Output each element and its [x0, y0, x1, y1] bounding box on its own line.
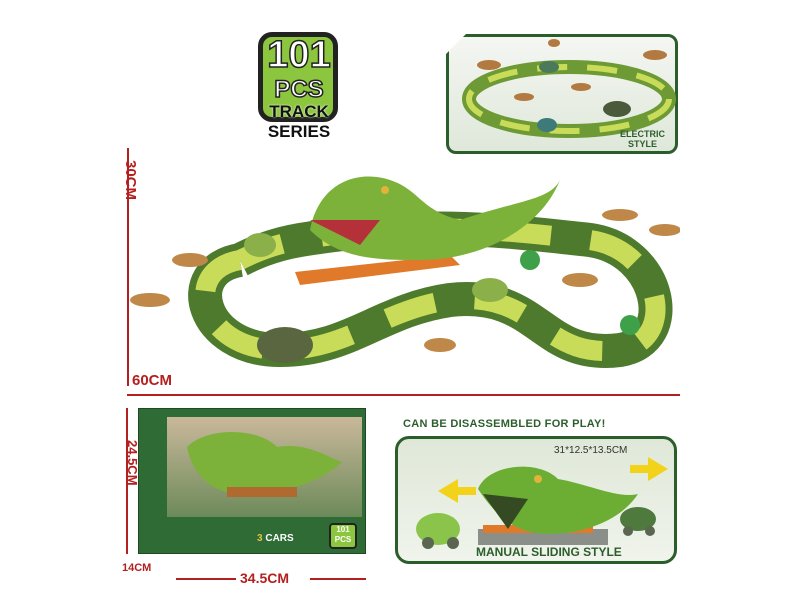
badge-series: TRACK SERIES: [267, 102, 331, 141]
size-label: 31*12.5*13.5CM: [554, 445, 628, 456]
badge-plate: [258, 32, 338, 122]
box-width-line-right: [310, 578, 366, 580]
box-depth-label: 14CM: [122, 562, 152, 574]
box-width-label: 34.5CM: [240, 570, 290, 586]
electric-style-inset: ELECTRIC STYLE: [446, 34, 678, 154]
package-badge-count: 101: [336, 525, 350, 534]
box-height-line: [126, 408, 128, 554]
product-package-box: 3 CARS 101 PCS: [138, 408, 366, 554]
package-window: [167, 417, 362, 517]
manual-sliding-caption: MANUAL SLIDING STYLE: [476, 545, 622, 559]
electric-label-1: ELECTRIC: [620, 129, 665, 139]
electric-label-2: STYLE: [627, 139, 657, 149]
dinosaur-track-main-image: [130, 176, 680, 368]
badge-unit: PCS: [274, 75, 325, 104]
width-dimension-label: 60CM: [132, 372, 173, 389]
cars-label: CARS: [265, 533, 294, 544]
box-width-line-left: [176, 578, 236, 580]
manual-sliding-panel: 31*12.5*13.5CM MANUAL SLIDING STYLE: [395, 436, 677, 564]
disassemble-heading: CAN BE DISASSEMBLED FOR PLAY!: [403, 418, 606, 430]
101-pcs-track-series-badge: 101 PCS TRACK SERIES: [238, 32, 360, 141]
sliding-dinosaur-image: [416, 457, 668, 549]
height-dimension-line: [127, 148, 129, 386]
cars-count: 3: [257, 533, 263, 544]
oval-track-image: [462, 39, 676, 138]
badge-count: 101: [267, 33, 332, 77]
package-badge: 101 PCS: [329, 523, 357, 549]
package-badge-unit: PCS: [334, 535, 352, 544]
width-dimension-line: [127, 394, 680, 396]
